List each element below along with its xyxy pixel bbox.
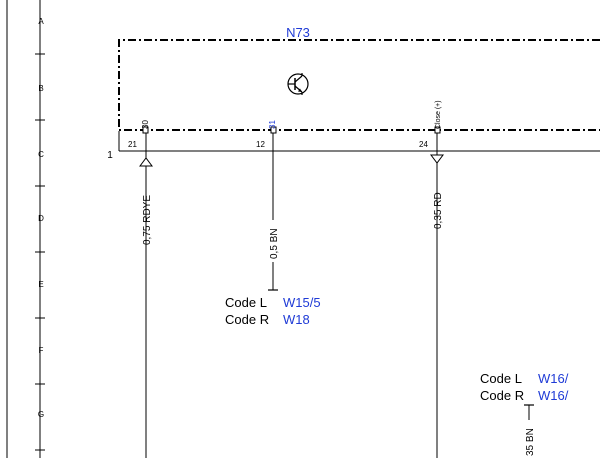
code-r-value[interactable]: W18	[283, 312, 310, 327]
row-label-f: F	[39, 346, 44, 355]
wire-label: 0,35 RD	[433, 192, 444, 229]
wire-label: 0,75 RDYE	[142, 195, 153, 245]
row-label-a: A	[38, 17, 44, 26]
pin-number: 24	[419, 140, 428, 149]
code-r-key: Code R	[225, 312, 269, 327]
row-label-b: B	[38, 84, 43, 93]
code-r-value[interactable]: W16/	[538, 388, 569, 403]
code-l-key: Code L	[480, 371, 522, 386]
code-l-key: Code L	[225, 295, 267, 310]
pin-24: 24 Close (+) 0,35 RD	[419, 100, 444, 458]
code-l-value[interactable]: W16/	[538, 371, 569, 386]
pin-21: 21 30 0,75 RDYE	[128, 120, 153, 458]
code-l-value[interactable]: W15/5	[283, 295, 321, 310]
terminal-label: Close (+)	[435, 100, 442, 129]
terminal-label: 30	[141, 120, 150, 129]
row-label-g: G	[38, 410, 44, 419]
row-label-c: C	[38, 150, 44, 159]
row-label-d: D	[38, 214, 44, 223]
code-reference-right: Code L W16/ Code R W16/ 35 BN	[480, 371, 569, 456]
row-label-e: E	[38, 280, 43, 289]
transistor-icon	[287, 73, 309, 95]
row-rail: A B C D E F G	[6, 0, 45, 458]
component-box: N73	[118, 25, 600, 131]
connector-label: 1	[107, 150, 113, 161]
code-r-key: Code R	[480, 388, 524, 403]
wire-label: 0,5 BN	[269, 228, 280, 259]
component-id: N73	[286, 25, 310, 40]
wire-label-partial: 35 BN	[525, 428, 536, 456]
terminal-label: 31	[268, 120, 277, 129]
pin-12: 12 31 0,5 BN	[256, 120, 280, 291]
pin-number: 12	[256, 140, 265, 149]
connector-strip: 1	[107, 131, 600, 161]
code-reference-left: Code L W15/5 Code R W18	[225, 295, 321, 327]
pin-number: 21	[128, 140, 137, 149]
